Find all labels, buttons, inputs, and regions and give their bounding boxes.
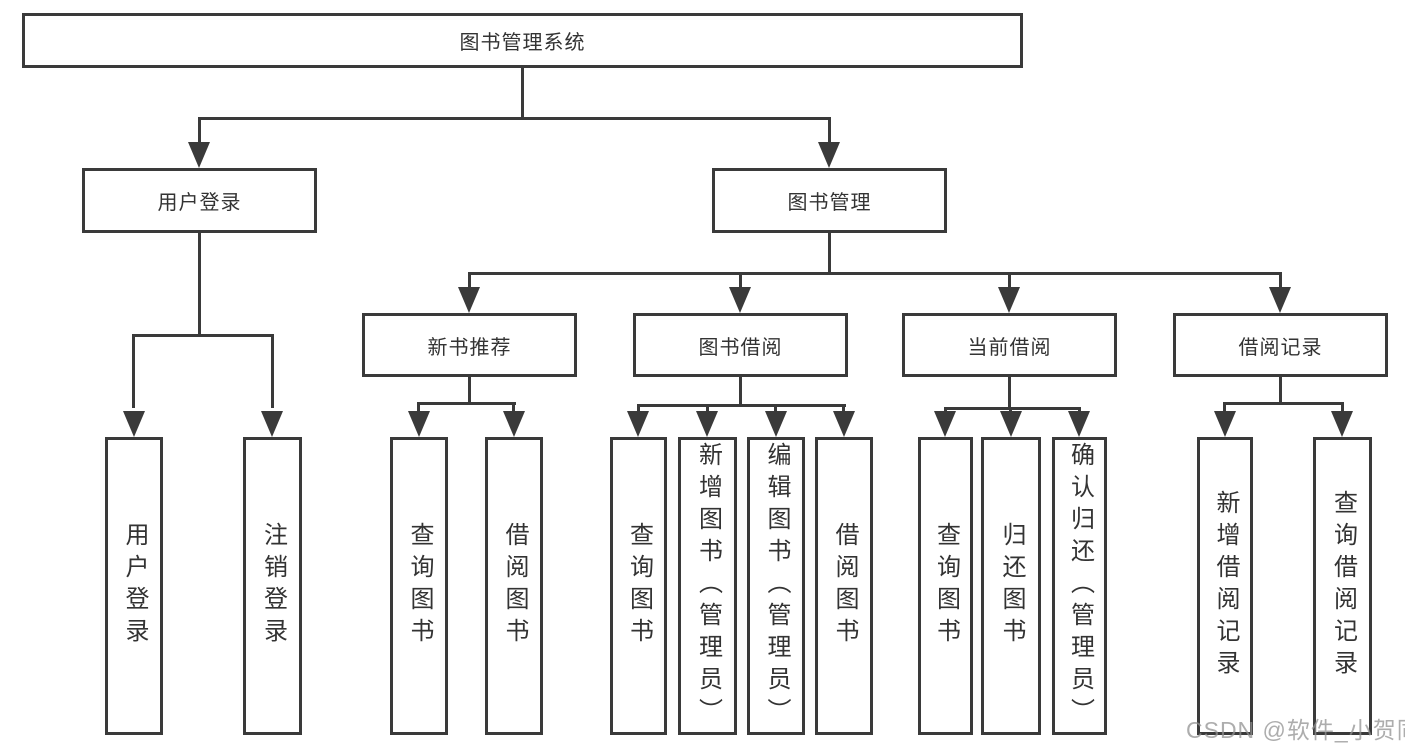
arrow-down-icon <box>934 411 956 437</box>
leaf-bb-borrow-books: 借阅图书 <box>815 437 873 735</box>
connector-line <box>417 402 420 414</box>
csdn-watermark: CSDN @软件_小贺同学 <box>1186 717 1405 743</box>
leaf-cb-query-books-label: 查询图书 <box>932 522 960 650</box>
node-book-borrowing-label: 图书借阅 <box>698 336 783 359</box>
connector-line <box>132 334 135 408</box>
arrow-down-icon <box>998 287 1020 313</box>
connector-line <box>512 402 515 414</box>
leaf-logout-login-label: 注销登录 <box>259 522 287 650</box>
leaf-bb-add-books: 新增图书（管理员） <box>678 437 737 735</box>
arrow-down-icon <box>458 287 480 313</box>
arrow-down-icon <box>1068 411 1090 437</box>
leaf-logout-login: 注销登录 <box>243 437 302 735</box>
leaf-nb-query-books-label: 查询图书 <box>406 522 433 650</box>
leaf-nb-borrow-books: 借阅图书 <box>485 437 543 735</box>
connector-line <box>1279 377 1282 404</box>
connector-line <box>1008 272 1011 290</box>
arrow-down-icon <box>261 411 283 437</box>
leaf-user-login: 用户登录 <box>105 437 163 735</box>
connector-line <box>1223 402 1226 414</box>
leaf-bb-edit-books: 编辑图书（管理员） <box>747 437 805 735</box>
connector-line <box>1078 407 1081 414</box>
connector-line <box>198 117 831 120</box>
connector-line <box>944 407 947 414</box>
leaf-cb-confirm-return-label: 确认归还（管理员） <box>1066 442 1094 730</box>
leaf-bb-borrow-books-label: 借阅图书 <box>831 522 858 650</box>
connector-line <box>198 233 201 337</box>
node-book-management-label: 图书管理 <box>787 192 872 214</box>
connector-line <box>132 334 274 337</box>
connector-line <box>1341 402 1344 414</box>
leaf-user-login-label: 用户登录 <box>121 522 148 650</box>
node-book-borrowing: 图书借阅 <box>633 313 848 377</box>
connector-line <box>706 404 709 414</box>
arrow-down-icon <box>503 411 525 437</box>
leaf-bb-query-books-label: 查询图书 <box>625 522 653 650</box>
arrow-down-icon <box>765 411 787 437</box>
connector-line <box>944 407 1081 410</box>
connector-line <box>828 233 831 275</box>
node-root: 图书管理系统 <box>22 13 1023 68</box>
connector-line <box>1008 377 1011 409</box>
connector-line <box>842 404 845 414</box>
connector-line <box>468 272 471 290</box>
arrow-down-icon <box>729 287 751 313</box>
leaf-cb-return-books-label: 归还图书 <box>998 522 1025 650</box>
node-user-login: 用户登录 <box>82 168 317 233</box>
connector-line <box>198 117 201 145</box>
connector-line <box>774 404 777 414</box>
node-user-login-label: 用户登录 <box>157 192 242 214</box>
leaf-cb-confirm-return: 确认归还（管理员） <box>1052 437 1107 735</box>
arrow-down-icon <box>627 411 649 437</box>
node-new-book-recommend: 新书推荐 <box>362 313 577 377</box>
arrow-down-icon <box>1331 411 1353 437</box>
connector-line <box>637 404 846 407</box>
connector-line <box>468 272 1282 275</box>
node-borrowing-records: 借阅记录 <box>1173 313 1388 377</box>
arrow-down-icon <box>1000 411 1022 437</box>
connector-line <box>521 68 524 120</box>
leaf-nb-query-books: 查询图书 <box>390 437 448 735</box>
leaf-bb-add-books-label: 新增图书（管理员） <box>694 442 722 730</box>
arrow-down-icon <box>123 411 145 437</box>
node-borrowing-records-label: 借阅记录 <box>1238 336 1323 359</box>
node-new-book-recommend-label: 新书推荐 <box>427 336 512 359</box>
node-book-management: 图书管理 <box>712 168 947 233</box>
leaf-br-add-record-label: 新增借阅记录 <box>1212 490 1239 682</box>
arrow-down-icon <box>818 142 840 168</box>
connector-line <box>828 117 831 145</box>
connector-line <box>1279 272 1282 290</box>
leaf-nb-borrow-books-label: 借阅图书 <box>501 522 528 650</box>
arrow-down-icon <box>188 142 210 168</box>
connector-line <box>271 334 274 408</box>
leaf-bb-query-books: 查询图书 <box>610 437 667 735</box>
connector-line <box>739 377 742 406</box>
connector-line <box>417 402 516 405</box>
connector-line <box>739 272 742 290</box>
connector-line <box>1223 402 1344 405</box>
connector-line <box>1009 407 1012 414</box>
leaf-br-query-record-label: 查询借阅记录 <box>1329 490 1357 682</box>
arrow-down-icon <box>833 411 855 437</box>
arrow-down-icon <box>696 411 718 437</box>
leaf-br-add-record: 新增借阅记录 <box>1197 437 1253 735</box>
node-current-borrowing-label: 当前借阅 <box>967 336 1052 359</box>
leaf-bb-edit-books-label: 编辑图书（管理员） <box>763 442 790 730</box>
leaf-br-query-record: 查询借阅记录 <box>1313 437 1372 735</box>
connector-line <box>468 377 471 404</box>
arrow-down-icon <box>1269 287 1291 313</box>
node-root-label: 图书管理系统 <box>459 32 586 54</box>
connector-line <box>637 404 640 414</box>
leaf-cb-query-books: 查询图书 <box>918 437 973 735</box>
arrow-down-icon <box>408 411 430 437</box>
leaf-cb-return-books: 归还图书 <box>981 437 1041 735</box>
node-current-borrowing: 当前借阅 <box>902 313 1117 377</box>
arrow-down-icon <box>1214 411 1236 437</box>
